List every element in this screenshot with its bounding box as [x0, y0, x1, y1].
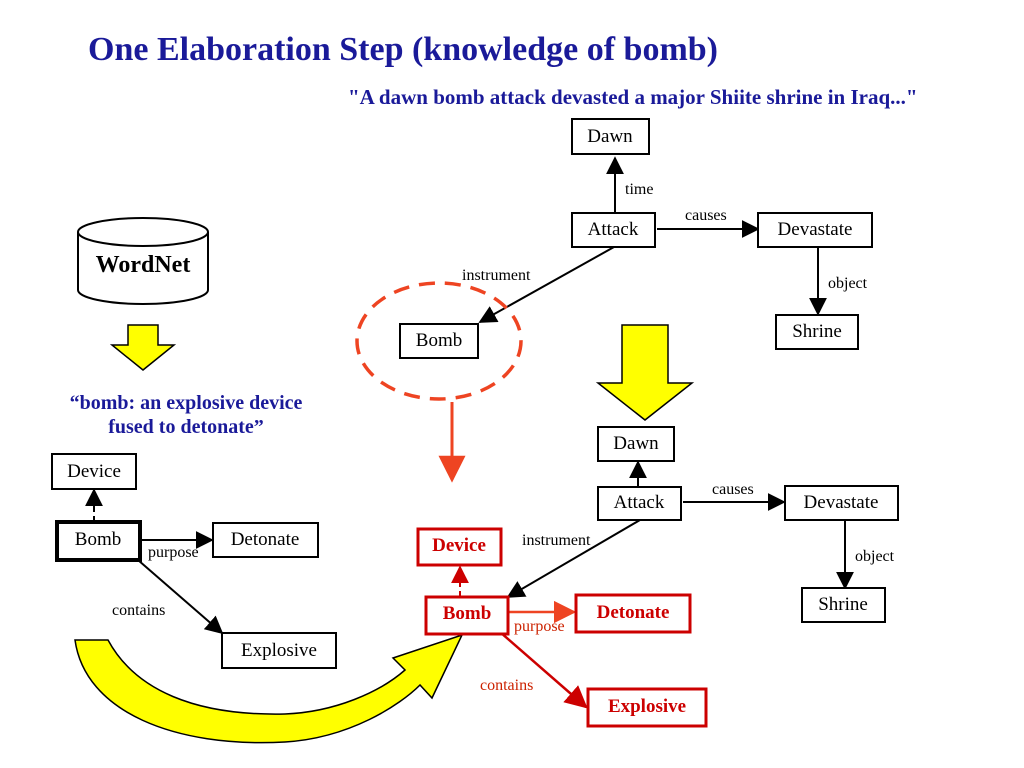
node-device [51, 453, 137, 490]
node-label-attack: Attack [588, 219, 639, 240]
node-label-devastate: Devastate [778, 219, 853, 240]
edge-label-instrument: instrument [462, 267, 531, 284]
node-label-shrine: Shrine [818, 594, 868, 615]
block-down-arrow-icon [109, 324, 177, 371]
node-label-device: Device [67, 461, 121, 482]
top-graph: time causes object instrument Dawn Attac… [399, 118, 873, 359]
node-label-devastate: Devastate [804, 492, 879, 513]
node-device [416, 527, 503, 567]
edge-label-instrument: instrument [522, 532, 591, 549]
block-down-arrow-icon [595, 324, 695, 421]
definition-line-1: “bomb: an explosive device [70, 392, 303, 414]
node-bomb [399, 323, 479, 359]
node-attack [571, 212, 656, 248]
edge-instrument [506, 519, 641, 598]
node-label-explosive: Explosive [241, 640, 317, 661]
edge-label-contains: contains [112, 602, 165, 619]
edge-label-causes: causes [712, 481, 754, 498]
definition-line-2: fused to detonate” [108, 416, 264, 438]
bomb-graph: purpose contains Device Bomb Detonate Ex… [51, 453, 337, 669]
node-label-bomb: Bomb [75, 529, 121, 550]
node-label-dawn: Dawn [587, 126, 633, 147]
node-label-shrine: Shrine [792, 321, 842, 342]
node-explosive [221, 632, 337, 669]
node-attack [597, 486, 682, 521]
edge-contains [499, 631, 588, 709]
edge-contains [137, 559, 224, 635]
node-shrine [775, 314, 859, 350]
node-shrine [801, 587, 886, 623]
edge-label-causes: causes [685, 207, 727, 224]
wordnet-cylinder-icon [77, 217, 209, 305]
node-label-detonate: Detonate [231, 529, 300, 550]
node-bomb [55, 520, 142, 562]
edge-label-object: object [828, 275, 868, 292]
node-label-attack: Attack [614, 492, 665, 513]
node-dawn [571, 118, 650, 155]
node-label-bomb: Bomb [416, 330, 462, 351]
node-label-detonate: Detonate [597, 602, 670, 623]
example-sentence: "A dawn bomb attack devasted a major Shi… [348, 85, 918, 109]
node-devastate [757, 212, 873, 248]
node-devastate [784, 485, 899, 521]
edge-label-time: time [625, 181, 653, 198]
node-detonate [212, 522, 319, 558]
page-title: One Elaboration Step (knowledge of bomb) [88, 31, 718, 68]
edge-instrument [478, 246, 615, 323]
highlight-dashed-circle [355, 281, 523, 401]
edge-label-purpose: purpose [148, 544, 199, 561]
curved-up-arrow-icon [74, 633, 464, 744]
node-dawn [597, 426, 675, 462]
edge-label-object: object [855, 548, 895, 565]
node-label-explosive: Explosive [608, 696, 686, 717]
result-graph: causes object instrument purpose contain… [416, 426, 899, 728]
node-detonate [574, 593, 692, 634]
node-label-device: Device [432, 535, 486, 556]
edge-label-contains: contains [480, 677, 533, 694]
wordnet-label: WordNet [96, 252, 191, 278]
node-bomb [424, 595, 510, 636]
node-label-dawn: Dawn [613, 433, 659, 454]
node-explosive [586, 687, 708, 728]
edge-label-purpose: purpose [514, 618, 565, 635]
node-label-bomb: Bomb [443, 603, 492, 624]
